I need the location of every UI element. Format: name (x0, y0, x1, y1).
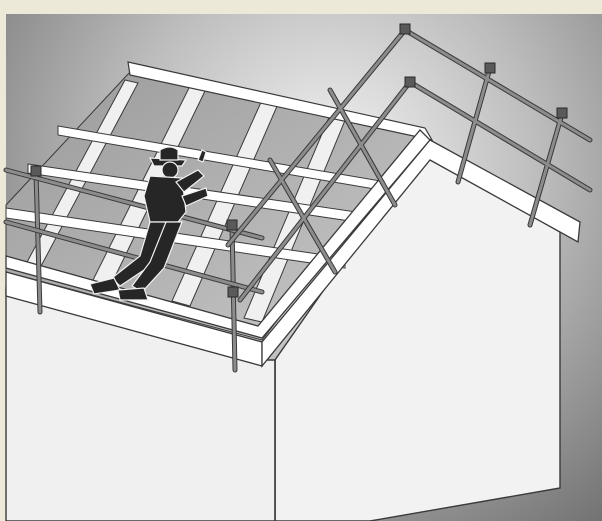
roof-scaffold-illustration (0, 0, 602, 521)
illustration-frame (0, 0, 602, 521)
